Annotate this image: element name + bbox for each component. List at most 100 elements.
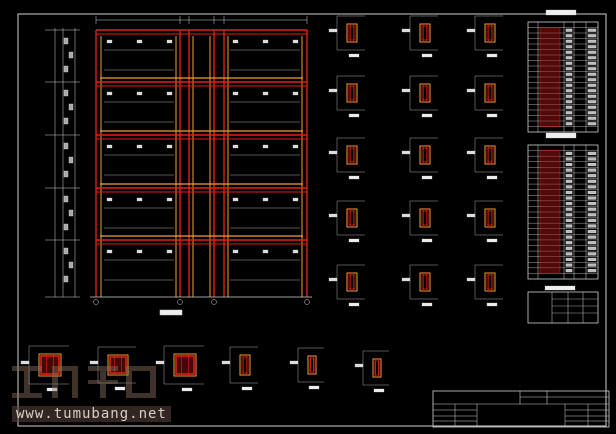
table-cell [587,190,597,195]
table-cell [587,83,597,87]
section-outline [419,23,431,43]
rebar-tag [63,37,69,45]
table-cell [565,116,573,120]
table-cell [587,196,597,200]
rebar-tag [63,247,69,255]
section-label [328,28,338,33]
table-cell [565,224,573,228]
stirrup [421,274,429,290]
section-title [421,302,433,307]
section-label [401,28,411,33]
table-cell [565,61,573,65]
section-label [401,88,411,93]
section-label [328,150,338,155]
table-cell [587,162,597,167]
column-section [328,75,365,118]
section-label [155,360,165,365]
axis-bubble [93,299,99,305]
table-cell [565,111,573,115]
table-cell [565,202,573,206]
section-title [421,175,433,180]
table-cell [565,168,573,172]
column-section [466,75,503,118]
table-cell [587,263,597,267]
section-title [486,238,498,243]
rebar-tag [63,195,69,203]
rebar-label [166,249,173,254]
section-outline [346,272,358,292]
table-cell [565,207,573,211]
table-cell [565,269,573,273]
section-title [348,175,360,180]
rebar-label [292,91,299,96]
table-title [544,285,576,291]
rebar-label [106,249,113,254]
section-title [421,53,433,58]
section-title [348,238,360,243]
table-cell [587,111,597,115]
stirrup [241,356,249,374]
table-cell [587,213,597,217]
table-cell [587,174,597,178]
stirrup [421,25,429,41]
title-block [432,390,610,428]
rebar-label [232,197,239,202]
table-cell [587,185,597,189]
rebar-label [292,39,299,44]
table-red-column [539,27,561,127]
table-cell [565,72,573,76]
table-cell [565,94,573,98]
table-cell [587,218,597,222]
column-section [466,15,503,58]
table-cell [587,78,597,82]
column-section [466,137,503,180]
table-cell [587,168,597,172]
table-cell [587,50,597,54]
table-cell [587,157,597,161]
table-cell [587,235,597,239]
table-cell [565,263,573,267]
section-outline [419,208,431,228]
column-section-large [20,345,69,392]
rebar-label [232,39,239,44]
section-title [348,302,360,307]
stirrup [421,147,429,163]
section-outline [419,272,431,292]
legend-table [527,285,599,324]
column-section [401,15,438,58]
rebar-label [136,197,143,202]
section-outline [307,355,317,375]
table-cell [587,257,597,262]
stirrup [348,147,356,163]
section-outline [484,23,496,43]
elevation-title [159,309,183,316]
column-section [328,15,365,58]
table-cell [565,235,573,239]
table-cell [587,39,597,43]
table-cell [565,67,573,71]
stirrup [421,85,429,101]
table-cell [587,151,597,155]
section-outline [484,208,496,228]
table-cell [565,218,573,222]
rebar-label [232,91,239,96]
section-label [466,28,476,33]
section-outline [484,272,496,292]
rebar-label [106,144,113,149]
table-cell [587,56,597,60]
rebar-tag [63,275,69,283]
table-cell [587,224,597,228]
column-section [466,200,503,243]
rebar-label [232,249,239,254]
table-cell [587,105,597,109]
rebar-label [292,249,299,254]
rebar-tag [68,103,74,111]
section-outline [346,208,358,228]
table-cell [587,28,597,32]
section-title [421,238,433,243]
column-section [328,264,365,307]
rebar-label [262,91,269,96]
stirrup [486,85,494,101]
section-label [20,360,30,365]
table-cell [565,179,573,183]
